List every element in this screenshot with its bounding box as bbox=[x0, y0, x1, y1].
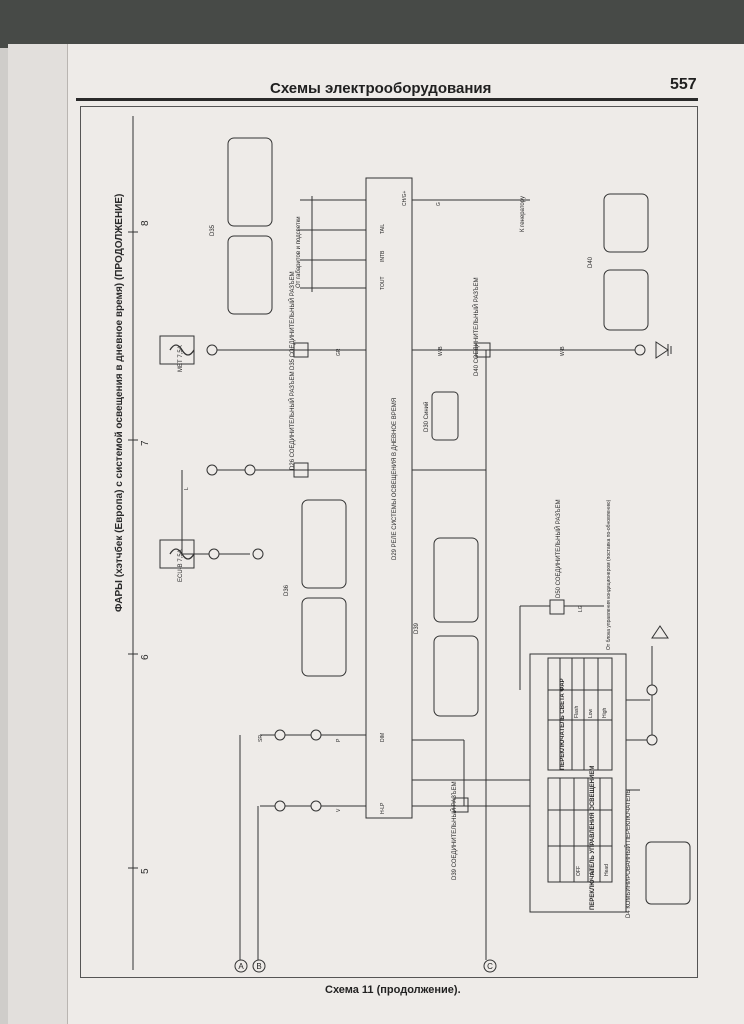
splice-circle bbox=[244, 464, 256, 476]
relay-label: D29 РЕЛЕ СИСТЕМЫ ОСВЕЩЕНИЯ В ДНЕВНОЕ ВРЕ… bbox=[392, 397, 398, 560]
switch-light-label: ПЕРЕКЛЮЧАТЕЛЬ УПРАВЛЕНИЯ ОСВЕЩЕНИЕМ bbox=[590, 765, 596, 910]
zone-8: 8 bbox=[140, 220, 151, 226]
terminal-hlp: H-LP bbox=[380, 802, 386, 814]
splice-circle bbox=[252, 548, 264, 560]
fuse-ecu-label: ECU-B 7,5A bbox=[178, 549, 184, 582]
conn-d35-label: D35 СОЕДИНИТЕЛЬНЫЙ РАЗЪЕМ bbox=[290, 271, 296, 370]
ground-symbol-2 bbox=[651, 625, 669, 639]
splice-circle bbox=[206, 344, 218, 356]
conn-d39-square bbox=[453, 797, 469, 813]
diagram-frame bbox=[80, 106, 698, 978]
wire-p: P bbox=[336, 738, 342, 742]
zone-6: 6 bbox=[140, 654, 151, 660]
beam-switch-grid bbox=[547, 657, 613, 771]
wire-g: G bbox=[436, 202, 442, 206]
wire-lg: LG bbox=[578, 605, 584, 612]
page-title: Схемы электрооборудования bbox=[270, 80, 492, 97]
connector-face-4 bbox=[301, 597, 347, 677]
terminal-intb: INTB bbox=[380, 250, 386, 262]
connector-face-3 bbox=[301, 499, 347, 589]
fuse-met-label: МЕТ 7,5A bbox=[178, 345, 184, 372]
zone-7: 7 bbox=[140, 440, 151, 446]
splice-circle bbox=[274, 729, 286, 741]
conn-d39-label: D39 СОЕДИНИТЕЛЬНЫЙ РАЗЪЕМ bbox=[452, 781, 458, 880]
from-lights-label: От габаритов и подсветки bbox=[296, 216, 302, 288]
connector-face-7 bbox=[603, 193, 649, 253]
conn-d40-label: D40 СОЕДИНИТЕЛЬНЫЙ РАЗЪЕМ bbox=[474, 277, 480, 376]
light-mode-tail: Tail bbox=[590, 868, 596, 876]
block-d39: D39 bbox=[414, 622, 420, 634]
conn-d50-square bbox=[549, 599, 565, 615]
terminal-chg: CH/G+ bbox=[402, 190, 408, 206]
ref-circle-a bbox=[234, 959, 248, 973]
page-sheet bbox=[68, 44, 744, 1024]
fuse-met bbox=[159, 335, 195, 365]
beam-mode-flash: Flash bbox=[574, 705, 580, 718]
terminal-tout: TOUT bbox=[380, 276, 386, 290]
ref-b: B bbox=[256, 962, 261, 971]
connector-face-5 bbox=[433, 537, 479, 623]
ref-c: C bbox=[487, 962, 493, 971]
header-rule bbox=[76, 98, 698, 101]
splice-circle bbox=[206, 464, 218, 476]
splice-circle bbox=[634, 344, 646, 356]
light-switch-grid bbox=[547, 777, 613, 883]
connector-face-1 bbox=[227, 137, 273, 227]
splice-circle bbox=[310, 729, 322, 741]
scanner-top-edge bbox=[0, 0, 744, 48]
wire-l: L bbox=[184, 487, 190, 490]
ref-circle-b bbox=[252, 959, 266, 973]
splice-circle bbox=[646, 684, 658, 696]
splice-circle bbox=[310, 800, 322, 812]
block-d40: D40 bbox=[588, 256, 594, 268]
conn-d40-square bbox=[475, 342, 491, 358]
wire-gr: GR bbox=[336, 348, 342, 357]
beam-mode-high: High bbox=[602, 707, 608, 718]
ground-symbol-1 bbox=[655, 341, 669, 359]
light-mode-head: Head bbox=[604, 864, 610, 876]
beam-mode-low: Low bbox=[588, 708, 594, 718]
connector-face-2 bbox=[227, 235, 273, 315]
wire-sr: SR bbox=[258, 735, 264, 742]
connector-face-d30 bbox=[431, 391, 459, 441]
block-d36: D36 bbox=[284, 584, 290, 596]
connector-face-d4 bbox=[645, 841, 691, 905]
splice-circle bbox=[646, 734, 658, 746]
fuse-ecu-wave bbox=[169, 548, 195, 560]
fuse-met-wave bbox=[169, 344, 195, 356]
zone-5: 5 bbox=[140, 868, 151, 874]
conn-d26-label: D26 СОЕДИНИТЕЛЬНЫЙ РАЗЪЕМ bbox=[290, 371, 296, 470]
switch-beam-label: ПЕРЕКЛЮЧАТЕЛЬ СВЕТА ФАР bbox=[560, 678, 566, 770]
relay-box bbox=[365, 177, 413, 819]
conn-d50-label: D50 СОЕДИНИТЕЛЬНЫЙ РАЗЪЕМ bbox=[556, 499, 562, 598]
wire-wb-2: W-B bbox=[560, 346, 566, 356]
diagram-heading: ФАРЫ (хэтчбек (Европа) с системой освеще… bbox=[114, 193, 125, 612]
to-generator-label: К генератору bbox=[520, 195, 526, 232]
splice-circle bbox=[274, 800, 286, 812]
page-number: 557 bbox=[670, 76, 697, 93]
combo-switch-label: D4 КОМБИНИРОВАННЫЙ ПЕРЕКЛЮЧАТЕЛЬ bbox=[626, 789, 632, 918]
connector-face-8 bbox=[603, 269, 649, 331]
from-ecu-note: От блока управления кондиционером (поста… bbox=[606, 499, 612, 650]
ref-a: A bbox=[238, 962, 244, 971]
block-d35: D35 bbox=[210, 224, 216, 236]
conn-d26-square bbox=[293, 462, 309, 478]
wire-wb: W-B bbox=[438, 346, 444, 356]
figure-caption: Схема 11 (продолжение). bbox=[325, 984, 461, 996]
light-mode-off: OFF bbox=[576, 866, 582, 876]
switch-block bbox=[529, 653, 627, 913]
terminal-tail: TAIL bbox=[380, 223, 386, 234]
conn-d30-label: D30 Синий bbox=[424, 401, 430, 432]
connector-face-6 bbox=[433, 635, 479, 717]
ref-circle-c bbox=[483, 959, 497, 973]
wire-v: V bbox=[336, 808, 342, 812]
terminal-dim: DIM bbox=[380, 732, 386, 742]
conn-d35-square bbox=[293, 342, 309, 358]
splice-circle bbox=[208, 548, 220, 560]
